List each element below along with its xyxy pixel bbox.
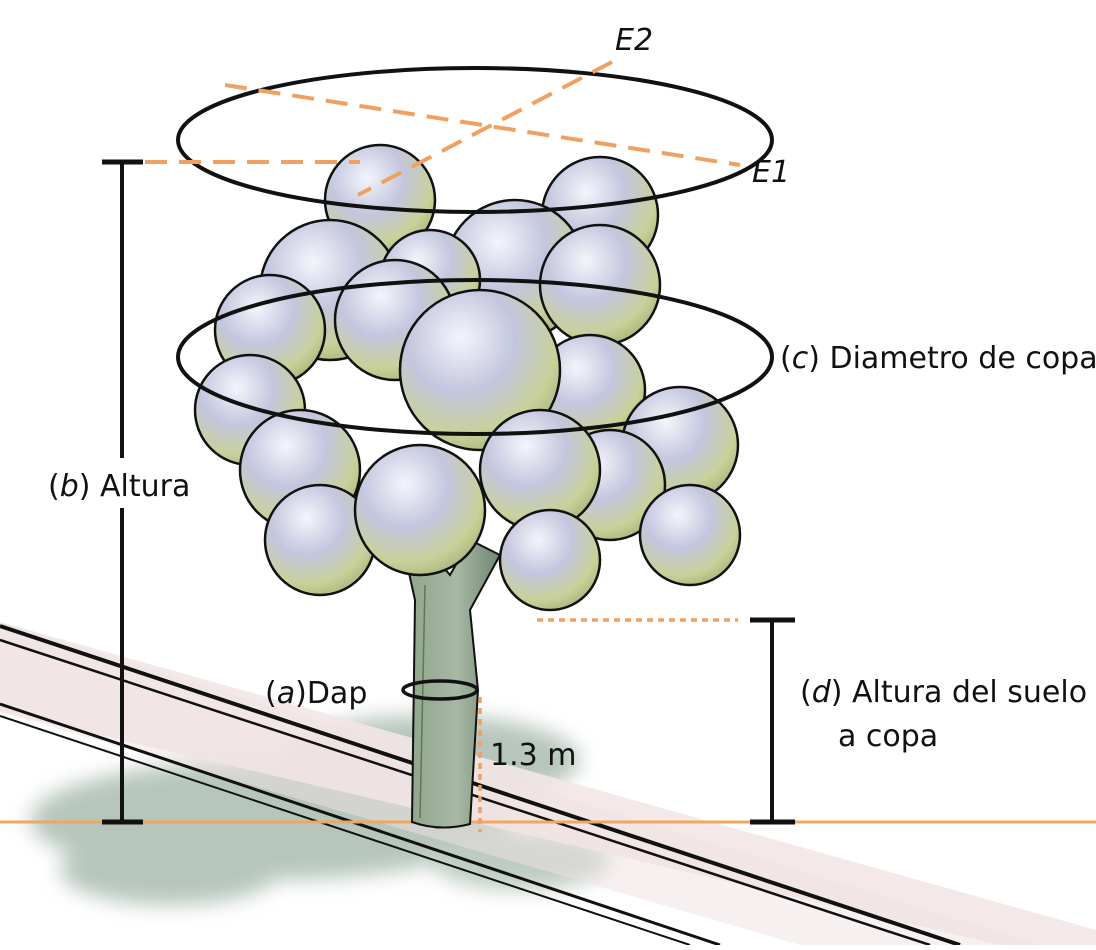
dap-text: Dap bbox=[307, 676, 368, 711]
e2-label: E2 bbox=[615, 23, 653, 58]
crown-diameter-ellipse bbox=[176, 278, 774, 436]
crown-diameter-label: (c) Diametro de copa bbox=[780, 341, 1096, 376]
crown-height-letter: d bbox=[812, 675, 832, 710]
crown-height-label-2: a copa bbox=[838, 719, 938, 754]
diameter-e2-line bbox=[357, 60, 613, 197]
height-letter: b bbox=[60, 469, 79, 504]
dap-measure-label: 1.3 m bbox=[490, 738, 576, 773]
crown-height-text-1: Altura del suelo bbox=[852, 675, 1087, 710]
height-measure bbox=[40, 159, 360, 825]
tree-trunk bbox=[403, 538, 502, 829]
crown-diameter-letter: c bbox=[792, 341, 809, 376]
tree-canopy bbox=[193, 143, 742, 612]
dap-ring bbox=[401, 679, 482, 832]
height-label: (b) Altura bbox=[48, 469, 190, 504]
diameter-e1-line bbox=[224, 83, 741, 167]
dap-label: (a)Dap bbox=[265, 676, 367, 711]
crown-diameter-text: Diametro de copa bbox=[829, 341, 1096, 376]
crown-height-label: (d) Altura del suelo bbox=[800, 675, 1087, 710]
crown-top-ellipse: E2 E1 bbox=[176, 23, 790, 214]
dap-letter: a bbox=[277, 676, 295, 711]
crown-height-measure bbox=[537, 617, 795, 825]
e1-label: E1 bbox=[752, 155, 790, 190]
height-text: Altura bbox=[100, 469, 190, 504]
